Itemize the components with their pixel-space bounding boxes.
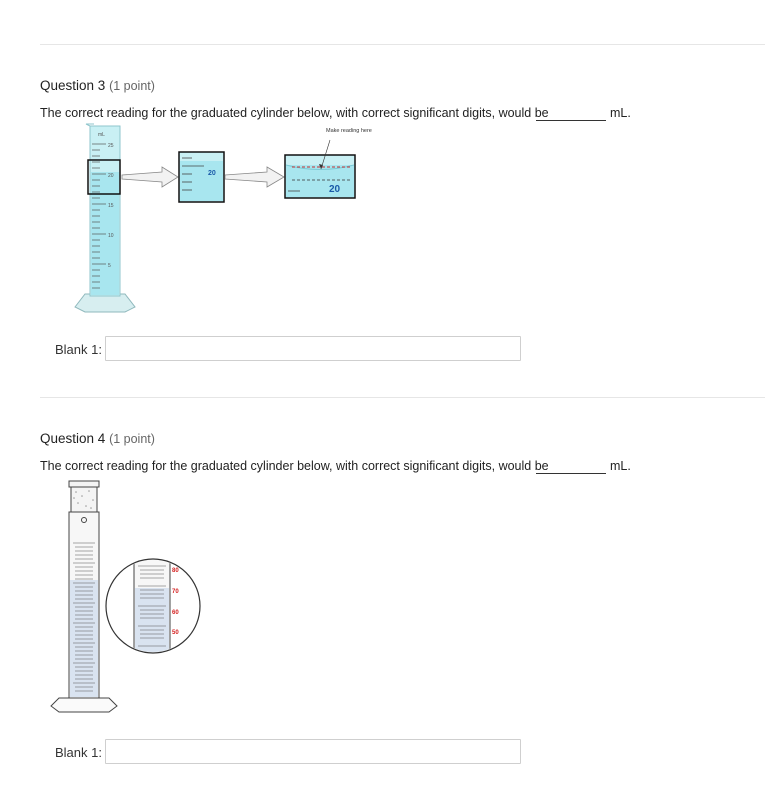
question-3-unit: mL. <box>610 106 631 120</box>
question-divider <box>40 397 765 398</box>
blank-1-label: Blank 1: <box>55 745 102 760</box>
question-points: (1 point) <box>109 432 155 446</box>
question-4-figure: 80 70 60 50 <box>50 480 201 713</box>
callout-text: Make reading here <box>326 128 372 134</box>
cylinder-scale <box>73 542 95 692</box>
question-name: Question 3 <box>40 78 106 93</box>
cylinder-scale <box>92 143 106 289</box>
mag-label-80: 80 <box>172 568 179 574</box>
mag-label-50: 50 <box>172 630 179 636</box>
cylinder-base <box>74 293 136 313</box>
zoom-region-box <box>87 159 121 195</box>
question-4-unit: mL. <box>610 459 631 473</box>
cylinder-base <box>50 697 118 713</box>
question-3-prompt: The correct reading for the graduated cy… <box>40 106 549 120</box>
scale-label-25: 25 <box>108 143 114 149</box>
question-4-blank-1-input[interactable] <box>105 739 521 764</box>
blank-1-label: Blank 1: <box>55 342 102 357</box>
zoom-2-label: 20 <box>329 184 341 195</box>
mag-label-60: 60 <box>172 610 179 616</box>
answer-blank-line <box>536 120 606 121</box>
scale-label-15: 15 <box>108 203 114 209</box>
question-3-blank-1-input[interactable] <box>105 336 521 361</box>
question-3-title: Question 3 (1 point) <box>40 78 155 93</box>
liquid <box>91 172 119 295</box>
question-3-figure: mL 25 20 15 10 5 20 20 Make readi <box>74 123 372 313</box>
mag-label-70: 70 <box>172 589 179 595</box>
zoom-1-label: 20 <box>208 170 216 177</box>
question-name: Question 4 <box>40 431 106 446</box>
scale-label-20: 20 <box>108 173 114 179</box>
liquid <box>70 580 98 697</box>
question-divider <box>40 44 765 45</box>
answer-blank-line <box>536 473 606 474</box>
stopper <box>70 483 98 513</box>
scale-label-5: 5 <box>108 263 111 269</box>
arrow-2 <box>224 166 285 188</box>
scale-label-10: 10 <box>108 233 114 239</box>
question-4-title: Question 4 (1 point) <box>40 431 155 446</box>
arrow-1 <box>121 166 179 188</box>
question-points: (1 point) <box>109 79 155 93</box>
question-4-prompt: The correct reading for the graduated cy… <box>40 459 549 473</box>
cylinder-unit-label: mL <box>98 132 105 138</box>
